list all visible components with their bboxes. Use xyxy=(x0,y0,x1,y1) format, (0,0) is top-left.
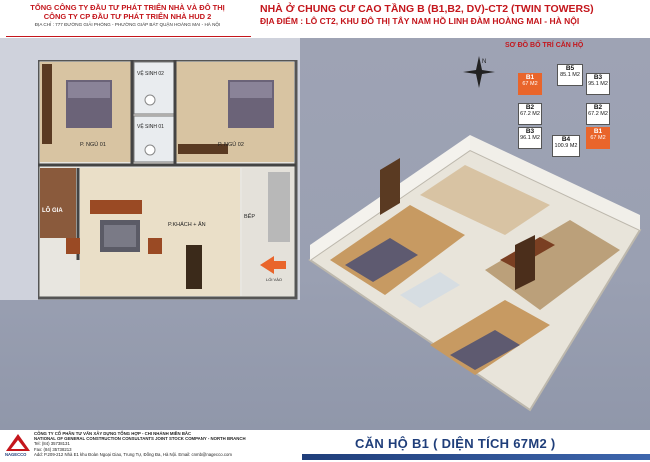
company-fax: Fax: (84) 35738213 xyxy=(34,446,72,452)
unit-area: 67 M2 xyxy=(522,81,538,87)
nagecco-logo: NAGECCO xyxy=(5,433,31,457)
label-bath-1: VỆ SINH 01 xyxy=(137,122,164,130)
keyplan-unit-b3-top: B3 95.1 M2 xyxy=(586,73,610,95)
unit-area: 67.2 M2 xyxy=(520,111,540,117)
unit-code: B3 xyxy=(525,128,535,135)
company-address: Add: P.209-212 Nhà E1 khu Đoàn Ngoại Gia… xyxy=(34,451,178,457)
company-name-vn: CÔNG TY CỔ PHẦN TƯ VẤN XÂY DỰNG TỔNG HỢP… xyxy=(34,431,192,436)
unit-code: B1 xyxy=(525,74,535,81)
apartment-title: CĂN HỘ B1 ( DIỆN TÍCH 67M2 ) xyxy=(355,436,556,451)
company-line-2: CÔNG TY CP ĐẦU TƯ PHÁT TRIỂN NHÀ HUD 2 xyxy=(43,12,212,21)
unit-area: 96.1 M2 xyxy=(520,135,540,141)
company-email: Email: cnmb@nagecco.com xyxy=(178,451,232,457)
keyplan-unit-b2-left: B2 67.2 M2 xyxy=(518,103,542,125)
compass-north-label: N xyxy=(482,59,486,65)
unit-code: B5 xyxy=(565,65,575,72)
compass-icon: N xyxy=(462,55,496,89)
label-loggia: LÔ GIA xyxy=(42,206,63,214)
unit-area: 85.1 M2 xyxy=(560,72,580,78)
label-kitchen: BẾP xyxy=(244,213,255,220)
logo-text: NAGECCO xyxy=(5,452,27,457)
keyplan-unit-b2-right: B2 67.2 M2 xyxy=(586,103,610,125)
footer-accent-stripe xyxy=(302,454,650,460)
company-tel: Tel: (84) 35738131 xyxy=(34,441,70,447)
company-header: TỔNG CÔNG TY ĐẦU TƯ PHÁT TRIỂN NHÀ VÀ ĐÔ… xyxy=(0,0,255,38)
header-divider xyxy=(6,36,251,37)
unit-code: B1 xyxy=(593,128,603,135)
unit-area: 67 M2 xyxy=(590,135,606,141)
project-header: NHÀ Ở CHUNG CƯ CAO TẦNG B (B1,B2, DV)-CT… xyxy=(256,0,650,34)
keyplan-title: SƠ ĐỒ BỐ TRÍ CĂN HỘ xyxy=(505,42,584,49)
unit-code: B2 xyxy=(593,104,603,111)
company-line-1: TỔNG CÔNG TY ĐẦU TƯ PHÁT TRIỂN NHÀ VÀ ĐÔ… xyxy=(30,3,225,12)
label-bedroom-2: P. NGỦ 02 xyxy=(218,141,244,148)
footer-company-info: CÔNG TY CỔ PHẦN TƯ VẤN XÂY DỰNG TỔNG HỢP… xyxy=(34,431,304,457)
project-location: ĐỊA ĐIỂM : LÔ CT2, KHU ĐÔ THỊ TÂY NAM HỒ… xyxy=(260,16,580,26)
unit-code: B3 xyxy=(593,74,603,81)
apartment-3d-render xyxy=(308,135,642,412)
unit-code: B4 xyxy=(561,136,571,143)
unit-area: 100.9 M2 xyxy=(554,143,578,149)
keyplan-unit-b4: B4 100.9 M2 xyxy=(552,135,580,157)
project-title: NHÀ Ở CHUNG CƯ CAO TẦNG B (B1,B2, DV)-CT… xyxy=(260,3,594,15)
unit-code: B2 xyxy=(525,104,535,111)
keyplan-unit-b1-top: B1 67 M2 xyxy=(518,73,542,95)
unit-area: 95.1 M2 xyxy=(588,81,608,87)
label-bedroom-1: P. NGỦ 01 xyxy=(80,141,106,148)
floor-plan-2d: VỆ SINH 02 VỆ SINH 01 P. NGỦ 01 P. NGỦ 0… xyxy=(38,60,298,300)
company-name-en: NATIONAL OF GENERAL CONSTRUCTION CONSULT… xyxy=(34,436,246,442)
keyplan-unit-b1-bottom: B1 67 M2 xyxy=(586,127,610,149)
label-living: P.KHÁCH + ĂN xyxy=(168,221,206,228)
keyplan-unit-b5: B5 85.1 M2 xyxy=(557,64,583,86)
keyplan-unit-b3-bottom: B3 96.1 M2 xyxy=(518,127,542,149)
unit-area: 67.2 M2 xyxy=(588,111,608,117)
company-address: ĐỊA CHỈ : 777 ĐƯỜNG GIẢI PHÓNG - PHƯỜNG … xyxy=(34,22,221,27)
label-bath-2: VỆ SINH 02 xyxy=(137,69,164,77)
label-entrance: LỐI VÀO xyxy=(266,277,282,282)
